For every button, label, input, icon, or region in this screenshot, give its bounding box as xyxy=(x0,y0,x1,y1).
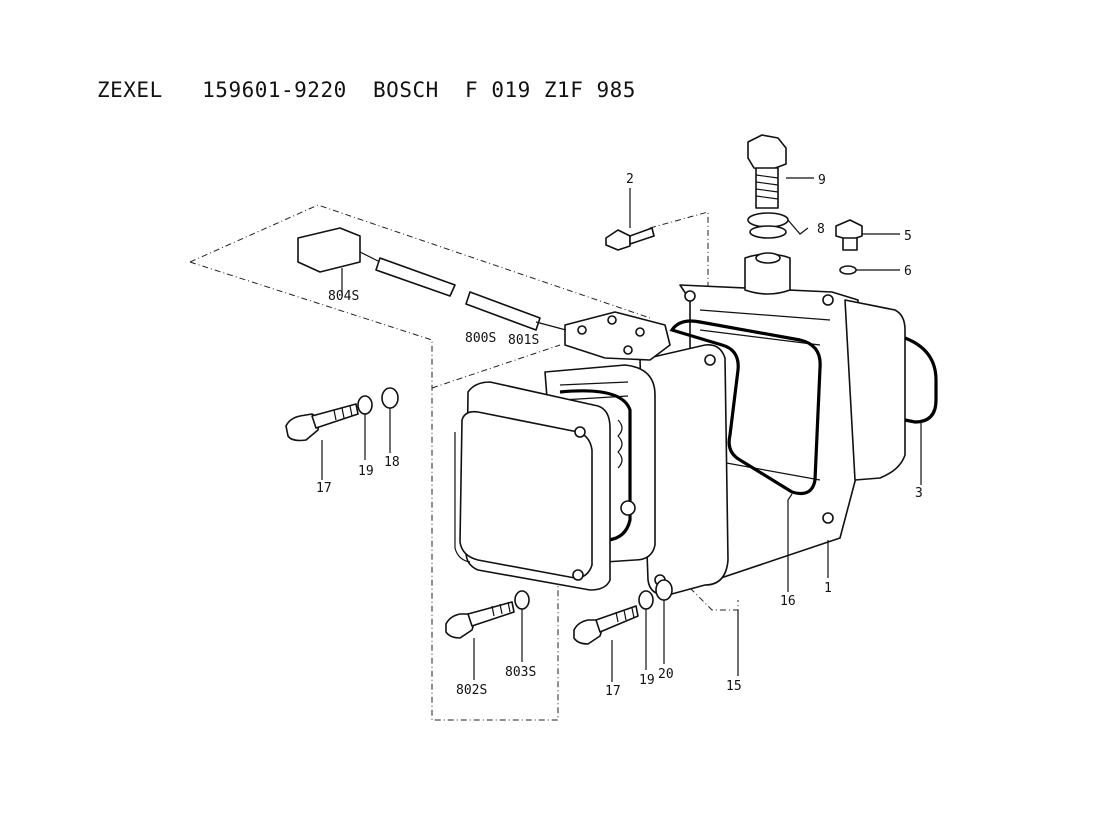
o-ring-3 xyxy=(904,336,938,424)
callout-20: 20 xyxy=(658,667,674,682)
washer-18 xyxy=(381,387,399,409)
front-cover xyxy=(454,381,611,591)
bolt-17-bottom xyxy=(573,605,639,645)
title-part-number: 159601-9220 xyxy=(202,78,347,102)
bolt-17-left xyxy=(285,403,359,442)
top-boss xyxy=(744,252,791,295)
wire-harness xyxy=(297,227,567,331)
spring-washer-19-bottom xyxy=(638,590,654,610)
leader-lines xyxy=(321,177,922,682)
title-maker: BOSCH xyxy=(373,78,439,102)
callout-18: 18 xyxy=(384,455,400,470)
callout-15: 15 xyxy=(726,679,742,694)
gasket-16 xyxy=(669,319,822,496)
callout-800S: 800S xyxy=(465,331,496,346)
callout-19-bottom: 19 xyxy=(639,673,655,688)
washer-8 xyxy=(747,212,789,239)
callout-6: 6 xyxy=(904,264,912,279)
callout-17-left: 17 xyxy=(316,481,332,496)
callout-804S: 804S xyxy=(328,289,359,304)
callout-5: 5 xyxy=(904,229,912,244)
callout-19-left: 19 xyxy=(358,464,374,479)
callout-9: 9 xyxy=(818,173,826,188)
bolt-802S xyxy=(445,601,515,639)
callout-803S: 803S xyxy=(505,665,536,680)
assembly-boundary-lines xyxy=(189,204,739,721)
callout-8: 8 xyxy=(817,222,825,237)
callout-labels: 2 9 8 5 6 3 1 16 15 804S 800S 801S 17 19… xyxy=(316,172,923,699)
screw-5 xyxy=(835,219,863,251)
callout-1: 1 xyxy=(824,581,832,596)
callout-802S: 802S xyxy=(456,683,487,698)
intermediate-plate-15 xyxy=(639,343,729,596)
callout-2: 2 xyxy=(626,172,634,187)
callout-16: 16 xyxy=(780,594,796,609)
screw-2 xyxy=(605,227,655,251)
title-maker-number: F 019 Z1F 985 xyxy=(465,78,636,102)
diagram-title: ZEXEL 159601-9220 BOSCH F 019 Z1F 985 xyxy=(97,78,636,102)
callout-801S: 801S xyxy=(508,333,539,348)
callout-17-bottom: 17 xyxy=(605,684,621,699)
spring-washer-19-left xyxy=(357,395,373,415)
washer-20 xyxy=(655,579,673,601)
callout-3: 3 xyxy=(915,486,923,501)
washer-6 xyxy=(839,265,857,275)
bolt-9 xyxy=(747,134,787,209)
title-brand: ZEXEL xyxy=(97,78,163,102)
connector-block xyxy=(564,311,671,361)
washer-803S xyxy=(514,590,530,610)
